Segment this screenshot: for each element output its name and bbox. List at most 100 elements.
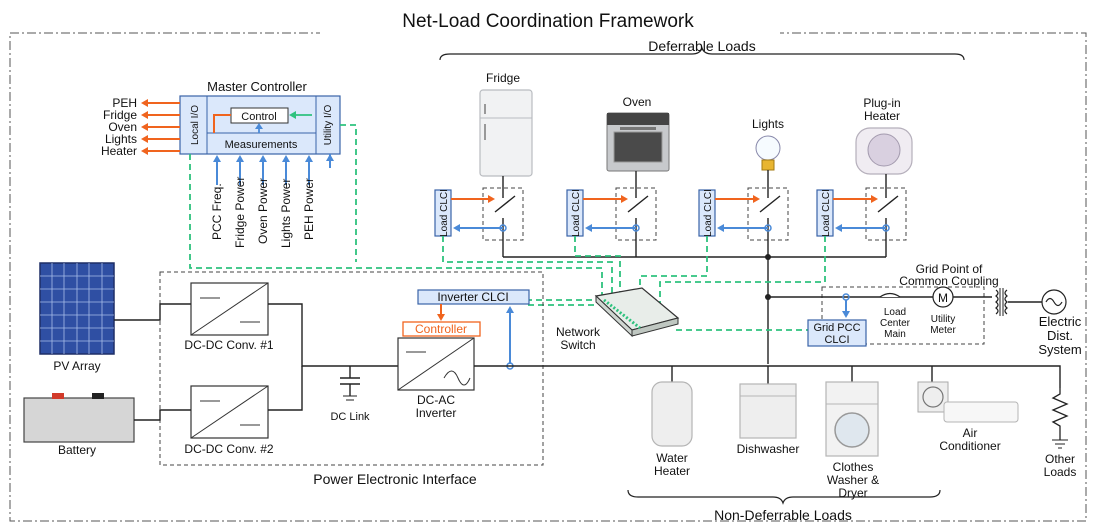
other-loads-label-2: Loads (1044, 465, 1077, 479)
inverter-clci-box (417, 289, 530, 305)
resistor-icon (1051, 388, 1069, 440)
water-heater-label-2: Heater (654, 464, 690, 478)
pcc-label-1: Grid Point of (916, 262, 983, 276)
control-label: Control (241, 111, 276, 123)
meas-to-control-arrowhead (255, 123, 263, 129)
load-clci-unit-lights: Load CLCI (698, 170, 789, 257)
load-center-label-3: Main (884, 329, 906, 340)
ac-label-1: Air (963, 426, 978, 440)
master-controller: Master Controller Local I/O Utility I/O … (101, 79, 341, 248)
grid-pcc-clci-box (807, 319, 867, 347)
dcdc-2-label: DC-DC Conv. #2 (184, 442, 273, 456)
ac-indoor-icon (943, 401, 1019, 423)
input-lights-power: Lights Power (279, 179, 293, 248)
pe-wiring (114, 303, 398, 421)
local-io-label: Local I/O (190, 105, 201, 145)
network-switch-label-1: Network (556, 325, 601, 339)
inverter-label-2: Inverter (416, 406, 457, 420)
electric-label-1: Electric (1039, 314, 1082, 329)
dishwasher-label: Dishwasher (737, 442, 800, 456)
battery-icon (23, 397, 135, 443)
ac-main-bus (474, 365, 1061, 388)
dcdc-converter-2: DC-DC Conv. #2 (184, 385, 274, 456)
washer-label-2: Washer & (827, 473, 879, 487)
light-bulb-icon (755, 135, 781, 161)
load-clci-units: Load CLCI Load CLCI Load CLCI (434, 170, 907, 257)
load-clci-label: Load CLCI (821, 189, 832, 237)
load-clci-unit-fridge: Load CLCI (434, 176, 524, 257)
dcdc-1-label: DC-DC Conv. #1 (184, 338, 273, 352)
fridge: Fridge (479, 71, 533, 177)
pcc-label-2: Common Coupling (899, 274, 998, 288)
dishwasher-icon (739, 383, 797, 439)
deferrable-brace (439, 46, 965, 61)
output-fridge: Fridge (103, 108, 137, 122)
load-center-label-1: Load (884, 307, 906, 318)
washer-label-3: Dryer (838, 486, 867, 500)
grid-interface: Grid Point of Common Coupling Load Cente… (768, 262, 1082, 357)
load-clci-label: Load CLCI (571, 189, 582, 237)
non-deferrable-label: Non-Deferrable Loads (714, 507, 852, 523)
diagram-title: Net-Load Coordination Framework (402, 11, 694, 32)
electric-label-3: System (1038, 342, 1081, 357)
non-deferrable-brace (627, 489, 941, 505)
output-lights: Lights (105, 132, 137, 146)
water-heater-icon (651, 381, 693, 447)
utility-meter-icon (932, 286, 954, 308)
load-clci-unit-oven: Load CLCI (566, 171, 657, 257)
pcc-box (821, 286, 985, 345)
input-peh-power: PEH Power (302, 178, 316, 240)
ac-label-2: Conditioner (939, 439, 1000, 453)
battery: Battery (23, 393, 135, 457)
plug-in-heater: Plug-in Heater (855, 96, 913, 175)
utility-meter-label-2: Meter (930, 325, 956, 336)
input-oven-power: Oven Power (256, 178, 270, 244)
load-clci-label: Load CLCI (439, 189, 450, 237)
power-electronic-interface-box (159, 271, 544, 466)
pv-array: PV Array (39, 262, 115, 373)
load-center-breaker-icon (879, 292, 901, 298)
output-peh: PEH (112, 96, 137, 110)
control-to-local-arrow (213, 114, 231, 133)
utility-io-label: Utility I/O (323, 105, 334, 146)
inverter-clci-label: Inverter CLCI (437, 290, 508, 304)
battery-label: Battery (58, 443, 96, 457)
dcdc-converter-1: DC-DC Conv. #1 (184, 282, 274, 352)
output-heater: Heater (101, 144, 137, 158)
oven-label: Oven (623, 95, 652, 109)
output-oven: Oven (108, 120, 137, 134)
heater-label-line1: Plug-in (863, 96, 900, 110)
pv-label: PV Array (53, 359, 100, 373)
dc-ac-inverter: DC-AC Inverter (397, 337, 475, 420)
transformer-icon (995, 288, 1008, 316)
lights-label: Lights (752, 117, 784, 131)
output-arrows (141, 99, 180, 155)
washer-label-1: Clothes (833, 460, 874, 474)
load-clci-unit-heater: Load CLCI (816, 174, 907, 257)
title-backdrop (320, 20, 780, 46)
utility-meter-label-1: Utility (931, 314, 955, 325)
other-loads-label-1: Other (1045, 452, 1075, 466)
controller-box (402, 321, 481, 337)
fridge-icon (479, 89, 533, 177)
grid-pcc-clci-label-2: CLCI (824, 334, 849, 346)
utility-to-control-arrowhead (289, 111, 296, 119)
controller-label: Controller (415, 322, 467, 336)
deferrable-label: Deferrable Loads (648, 38, 755, 54)
inverter-label-1: DC-AC (417, 393, 455, 407)
measurements-label: Measurements (225, 139, 298, 151)
power-electronic-label: Power Electronic Interface (313, 471, 477, 487)
input-fridge-power: Fridge Power (233, 177, 247, 248)
oven: Oven (606, 95, 670, 172)
grid-pcc-clci-label-1: Grid PCC (813, 322, 860, 334)
electric-label-2: Dist. (1047, 328, 1073, 343)
dc-link-label: DC Link (330, 411, 370, 423)
master-controller-title: Master Controller (207, 79, 307, 94)
heater-label-line2: Heater (864, 109, 900, 123)
water-heater-label-1: Water (656, 451, 688, 465)
inverter-clci: Inverter CLCI (417, 289, 530, 370)
non-deferrable-loads: Water Heater Dishwasher Clothes Washer &… (651, 366, 1077, 500)
load-clci-label: Load CLCI (703, 189, 714, 237)
measurement-input-arrows (213, 154, 334, 185)
